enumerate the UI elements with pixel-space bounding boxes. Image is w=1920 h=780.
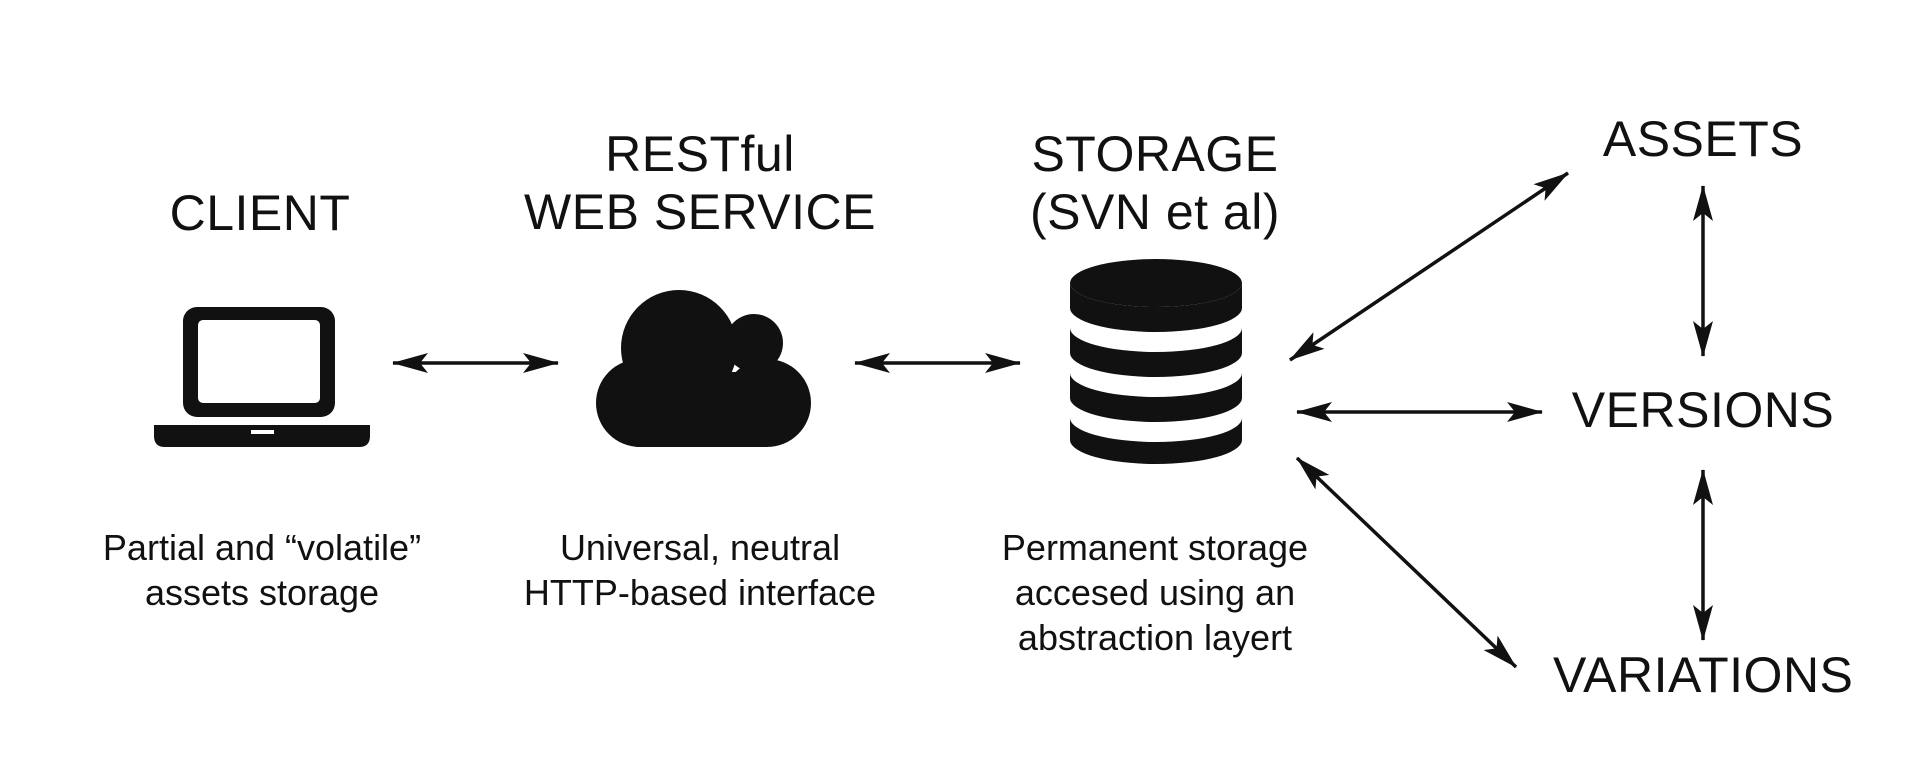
arrow-storage-variations (1295, 456, 1518, 669)
storage-description: Permanent storage accesed using an abstr… (950, 525, 1360, 660)
webservice-title-line-2: WEB SERVICE (524, 184, 876, 240)
webservice-title-line-1: RESTful (605, 126, 795, 182)
arrow-storage-assets (1289, 171, 1569, 362)
storage-title-line-1: STORAGE (1031, 126, 1279, 182)
webservice-title: RESTful WEB SERVICE (520, 125, 880, 241)
client-title-line: CLIENT (169, 185, 351, 241)
client-title: CLIENT (140, 184, 380, 242)
webservice-description-line-2: HTTP-based interface (523, 572, 877, 613)
webservice-description: Universal, neutral HTTP-based interface (490, 525, 910, 615)
cloud-icon (593, 286, 811, 453)
versions-label: VERSIONS (1571, 382, 1835, 438)
variations-label: VARIATIONS (1553, 647, 1854, 703)
laptop-icon (154, 303, 370, 453)
storage-title-line-2: (SVN et al) (1029, 184, 1280, 240)
storage-title: STORAGE (SVN et al) (980, 125, 1330, 241)
storage-description-line-2: accesed using an (1014, 572, 1296, 613)
client-description: Partial and “volatile” assets storage (52, 525, 472, 615)
storage-description-line-1: Permanent storage (1001, 527, 1309, 568)
storage-description-line-3: abstraction layert (1017, 617, 1293, 658)
assets-label: ASSETS (1602, 111, 1804, 167)
webservice-description-line-1: Universal, neutral (559, 527, 841, 568)
client-description-line-2: assets storage (144, 572, 380, 613)
client-description-line-1: Partial and “volatile” (102, 527, 422, 568)
database-icon (1069, 258, 1243, 470)
